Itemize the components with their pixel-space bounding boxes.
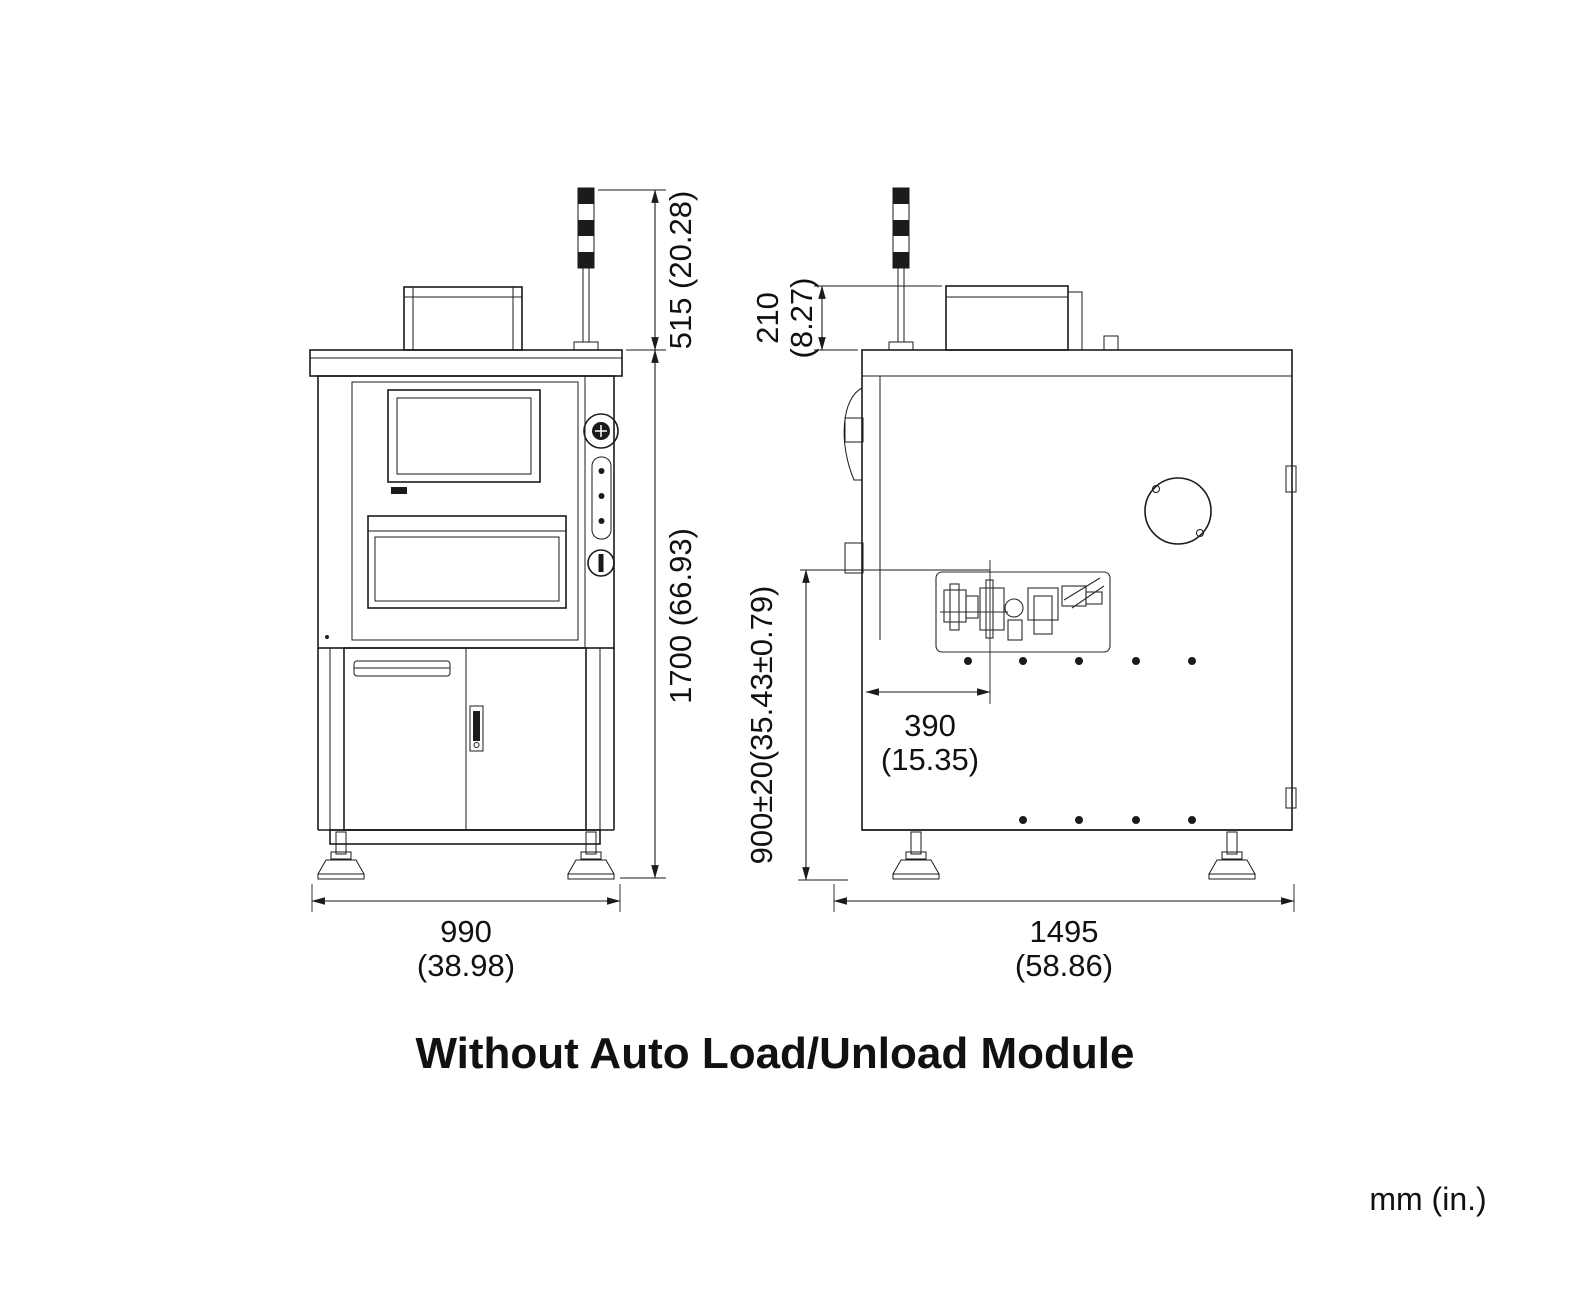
front-top-bracket bbox=[403, 286, 523, 351]
dim-front-tower-height: 515 (20.28) bbox=[663, 191, 698, 350]
dim-side-width-mm: 1495 bbox=[1030, 914, 1099, 949]
dim-side-top-mm: 210 bbox=[750, 292, 785, 344]
drawing-title: Without Auto Load/Unload Module bbox=[416, 1029, 1135, 1078]
dim-side-width-in: (58.86) bbox=[1015, 948, 1113, 983]
front-top-plate bbox=[309, 349, 623, 377]
leveling-foot-front-left bbox=[317, 831, 365, 880]
side-left-flap bbox=[843, 387, 863, 481]
side-body bbox=[843, 335, 1297, 831]
front-screen bbox=[387, 389, 541, 494]
leveling-foot-side-right bbox=[1208, 831, 1256, 880]
front-dimensions: 515 (20.28) 1700 (66.93) 990 (38.98) bbox=[311, 189, 698, 983]
key-switch bbox=[587, 549, 615, 577]
emergency-stop-button bbox=[583, 413, 619, 449]
dim-side-height: 900±20(35.43±0.79) bbox=[744, 586, 779, 865]
front-tray bbox=[367, 515, 567, 609]
side-signal-tower-icon bbox=[888, 187, 914, 351]
front-base bbox=[317, 829, 615, 880]
side-mechanism bbox=[935, 560, 1111, 704]
front-lower-cabinet bbox=[317, 647, 615, 831]
dim-front-width-mm: 990 bbox=[440, 914, 492, 949]
side-bolt-dots bbox=[964, 657, 1196, 824]
cabinet-door-handle bbox=[469, 705, 484, 752]
leveling-foot-front-right bbox=[567, 831, 615, 880]
side-view: 210 (8.27) 900±20(35.43±0.79) 390 (15.35… bbox=[744, 187, 1297, 983]
side-top-box bbox=[945, 285, 1083, 351]
side-dimensions: 210 (8.27) 900±20(35.43±0.79) 390 (15.35… bbox=[744, 278, 1295, 983]
dim-front-total-height: 1700 (66.93) bbox=[663, 528, 698, 704]
side-port-circle bbox=[1144, 477, 1212, 545]
dim-front-width-in: (38.98) bbox=[417, 948, 515, 983]
dim-side-offset-mm: 390 bbox=[904, 708, 956, 743]
leveling-foot-side-left bbox=[892, 831, 940, 880]
front-view: 515 (20.28) 1700 (66.93) 990 (38.98) bbox=[309, 187, 698, 983]
front-control-strip bbox=[591, 456, 612, 540]
dim-side-offset-in: (15.35) bbox=[881, 742, 979, 777]
front-signal-tower-icon bbox=[573, 187, 599, 351]
dim-side-top-in: (8.27) bbox=[784, 278, 819, 359]
units-label: mm (in.) bbox=[1369, 1181, 1486, 1217]
